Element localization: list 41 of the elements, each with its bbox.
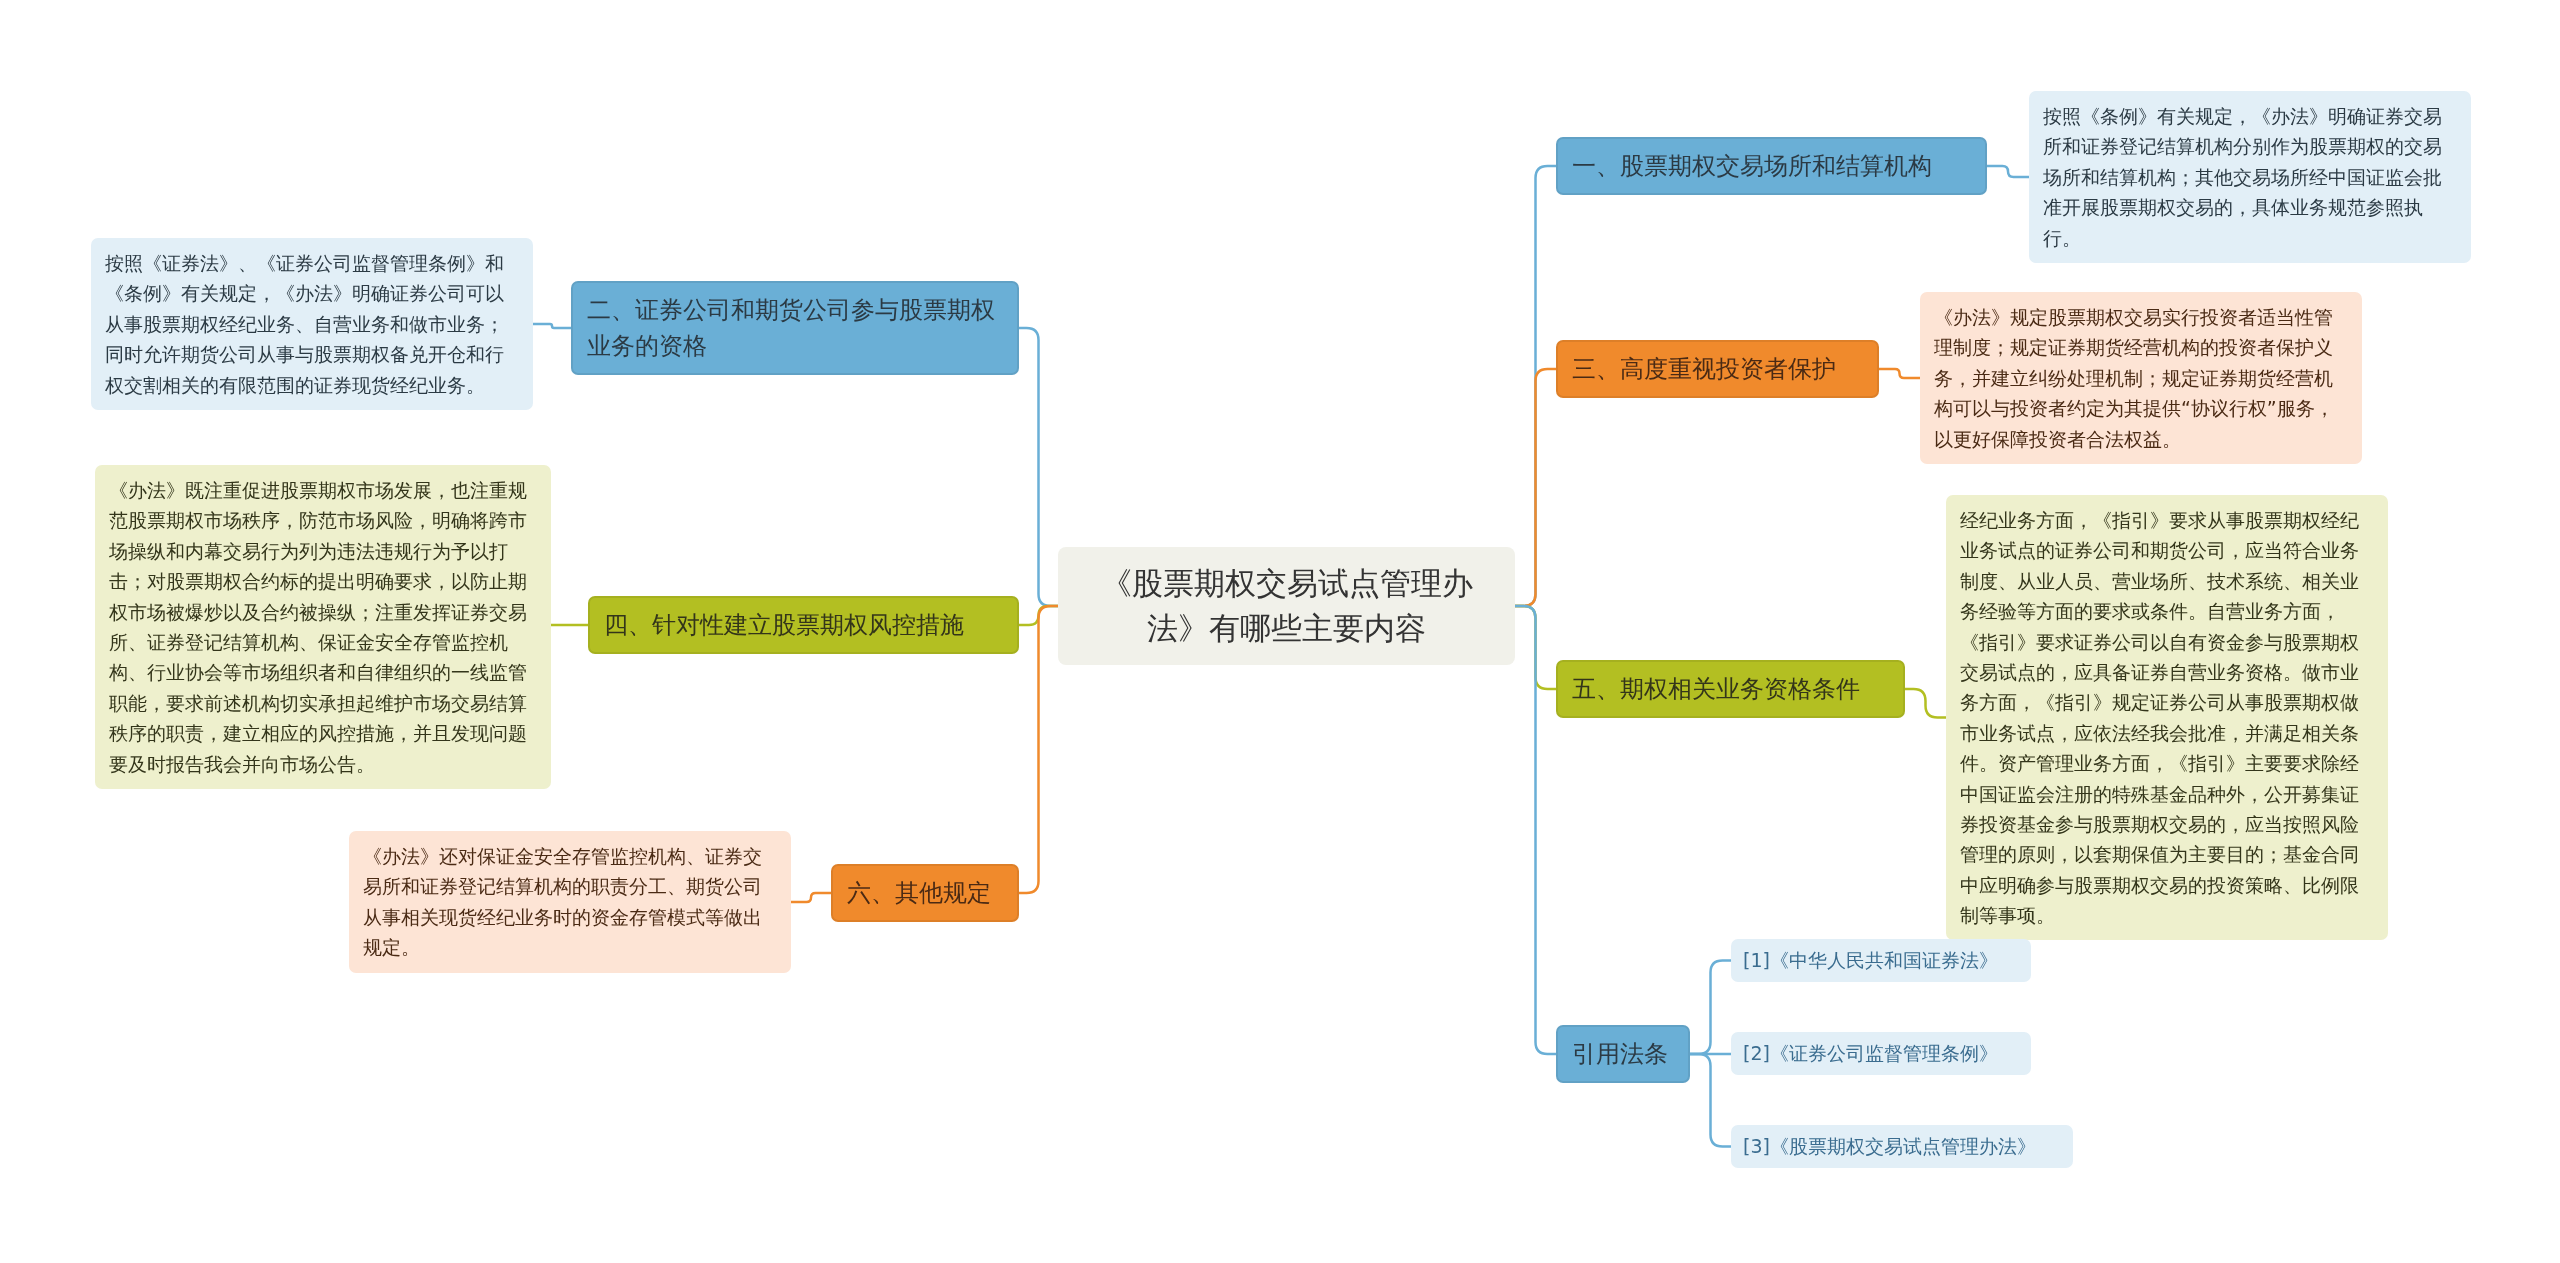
detail-note (95, 465, 551, 789)
connector-line (533, 322, 571, 330)
topic-text: 引用法条 (1572, 1039, 1669, 1070)
detail-note (2029, 91, 2471, 263)
branch-topic (1556, 660, 1905, 718)
topic-text: 六、其他规定 (847, 878, 992, 909)
connector-line (1905, 687, 1946, 719)
topic-text: 《办法》还对保证金安全存管监控机构、证券交易所和证券登记结算机构的职责分工、期货公司从事相关现货经纪业务时的资金存管模式等做出规定。 (363, 844, 763, 961)
connector-line (1690, 1052, 1731, 1148)
reference-item (1731, 939, 2031, 982)
topic-text: [1]《中华人民共和国证券法》 (1743, 948, 1999, 973)
connector-line (1879, 367, 1920, 380)
branch-topic (588, 596, 1019, 654)
branch-topic (1556, 340, 1879, 398)
topic-text: 四、针对性建立股票期权风控措施 (604, 610, 965, 641)
topic-text: [2]《证券公司监督管理条例》 (1743, 1041, 1999, 1066)
branch-topic (1556, 137, 1987, 195)
central-topic (1058, 547, 1515, 665)
topic-text: 按照《证券法》、《证券公司监督管理条例》和《条例》有关规定，《办法》明确证券公司可以从事股票期权经纪业务、自营业务和做市业务；同时允许期货公司从事与股票期权备兑开仓和行权交割相关的有限范围的证券现货经纪业务。 (105, 251, 505, 398)
branch-topic (831, 864, 1019, 922)
connector-line (1987, 164, 2029, 179)
topic-text: 经纪业务方面，《指引》要求从事股票期权经纪业务试点的证券公司和期货公司，应当符合业务制度、从业人员、营业场所、技术系统、相关业务经验等方面的要求或条件。自营业务方面，《指引》要求证券公司以自有资金参与股票期权交易试点的，应具备证券自营业务资格。做市业务方面，《指引》规定证券公司从事股票期权做市业务试点，应依法经我会批准，并满足相关条件。资产管理业务方面，《指引》主要要求除经中国证监会注册的特殊基金品种外，公开募集证券投资基金参与股票期权交易的，应当按照风险管理的原则，以套期保值为主要目的；基金合同中应明确参与股票期权交易的投资策略、比例限制等事项。 (1960, 508, 2360, 929)
topic-text: 一、股票期权交易场所和结算机构 (1572, 151, 1933, 182)
topic-text: 按照《条例》有关规定，《办法》明确证券交易所和证券登记结算机构分别作为股票期权的交易场所和结算机构；其他交易场所经中国证监会批准开展股票期权交易的，具体业务规范参照执行。 (2043, 104, 2443, 251)
detail-note (349, 831, 791, 973)
topic-text: 《办法》规定股票期权交易实行投资者适当性管理制度；规定证券期货经营机构的投资者保护义务，并建立纠纷处理机制；规定证券期货经营机构可以与投资者约定为其提供“协议行权”服务，以更好保障投资者合法权益。 (1934, 305, 2335, 452)
connector-line (1515, 604, 1556, 1056)
connector-line (551, 623, 588, 627)
topic-text: [3]《股票期权交易试点管理办法》 (1743, 1134, 2037, 1159)
topic-text: 《办法》既注重促进股票期权市场发展，也注重规范股票期权市场秩序，防范市场风险，明确将跨市场操纵和内幕交易行为列为违法违规行为予以打击；对股票期权合约标的提出明确要求，以防止期权市场被爆炒以及合约被操纵；注重发挥证券交易所、证券登记结算机构、保证金安全存管监控机构、行业协会等市场组织者和自律组织的一线监管职能，要求前述机构切实承担起维护市场交易结算秩序的职责，建立相应的风控措施，并且发现问题要及时报告我会并向市场公告。 (109, 478, 528, 777)
topic-text: 五、期权相关业务资格条件 (1572, 674, 1861, 705)
topic-text: 三、高度重视投资者保护 (1572, 354, 1837, 385)
connector-line (791, 891, 831, 904)
reference-item (1731, 1032, 2031, 1075)
branch-topic (571, 281, 1019, 375)
topic-text: 《股票期权交易试点管理办法》有哪些主要内容 (1099, 564, 1474, 648)
branch-topic (1556, 1025, 1690, 1083)
detail-note (1920, 292, 2362, 464)
reference-item (1731, 1125, 2073, 1168)
detail-note (91, 238, 533, 410)
topic-text: 二、证券公司和期货公司参与股票期权业务的资格 (587, 295, 996, 362)
